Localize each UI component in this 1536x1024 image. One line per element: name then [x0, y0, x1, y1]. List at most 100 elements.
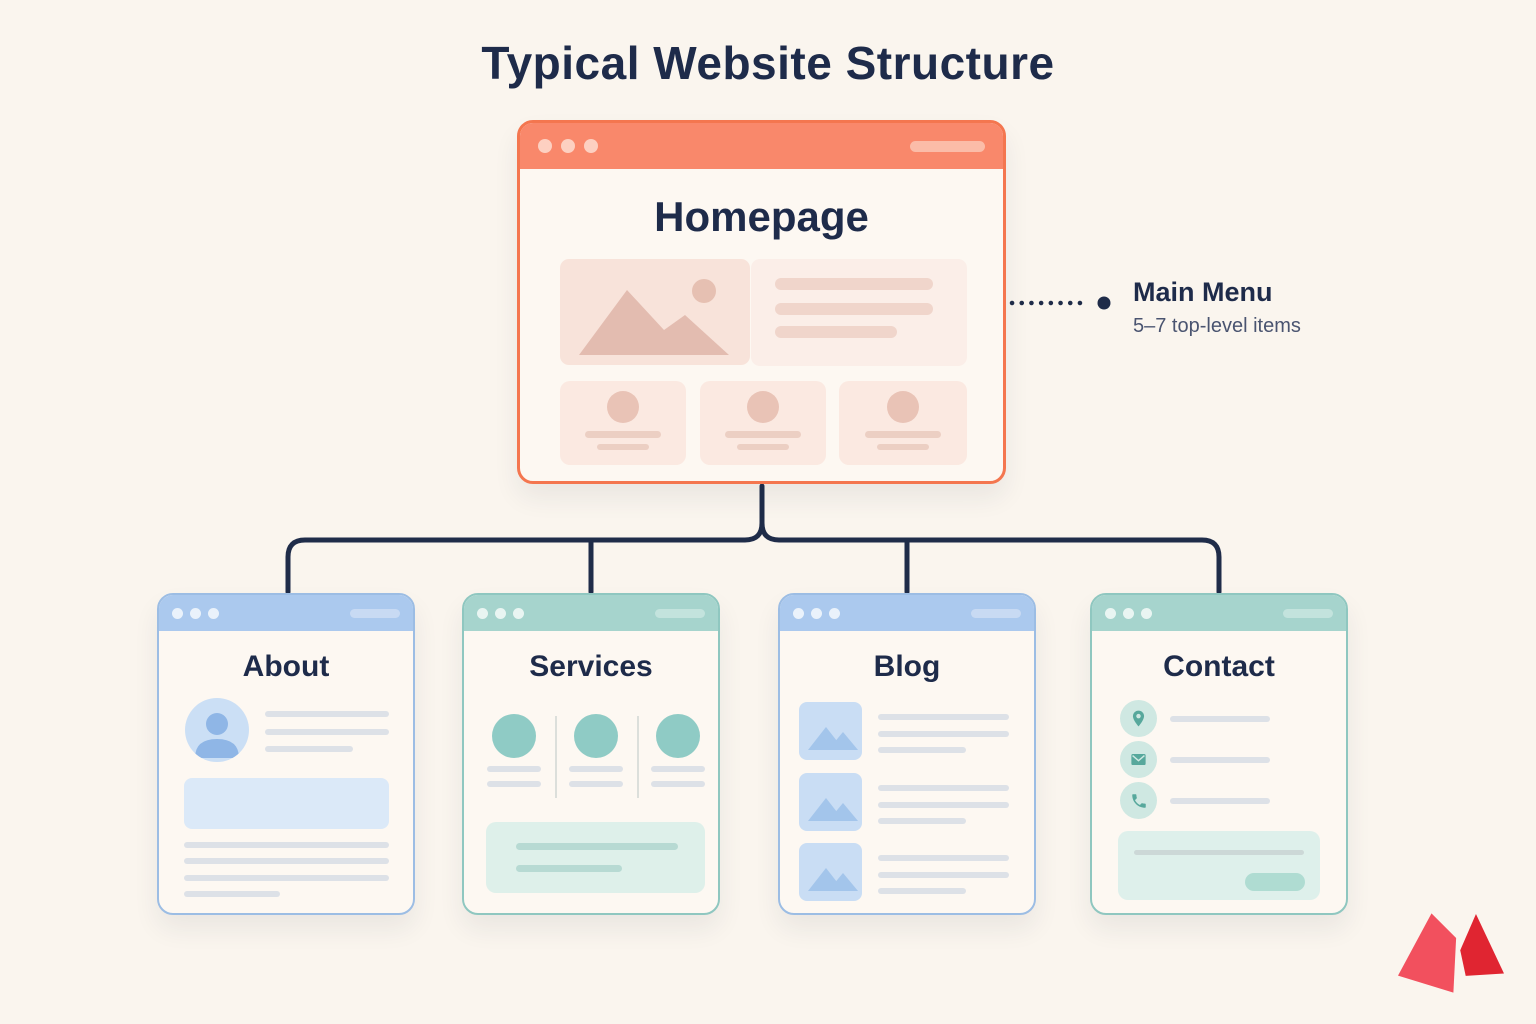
divider [555, 716, 557, 798]
content-block-placeholder [184, 778, 389, 829]
address-bar-placeholder [910, 140, 985, 152]
address-bar-placeholder [1283, 608, 1333, 618]
window-dot-icon [495, 607, 506, 619]
text-line [878, 785, 1009, 791]
text-line [1170, 757, 1270, 763]
text-line [1170, 716, 1270, 722]
annotation-title: Main Menu [1133, 277, 1273, 307]
text-line [651, 766, 705, 772]
window-dot-icon [793, 607, 804, 619]
text-line [775, 326, 897, 338]
submit-button-placeholder [1245, 873, 1305, 891]
window-dot-icon [811, 607, 822, 619]
address-bar-placeholder [655, 608, 705, 618]
hero-image-placeholder [560, 259, 750, 365]
text-line [585, 431, 661, 438]
text-line [265, 729, 389, 735]
m-mountain-logo [1398, 913, 1504, 993]
avatar-circle-icon [607, 391, 639, 423]
connector-left [285, 483, 765, 595]
text-line [184, 891, 280, 897]
window-dot-icon [584, 139, 598, 153]
services-title: Services [529, 650, 653, 683]
text-line [569, 766, 623, 772]
homepage-card: Homepage [517, 120, 1006, 484]
post-thumbnail-icon [799, 843, 862, 901]
text-line [878, 872, 1009, 878]
window-dot-icon [829, 607, 840, 619]
text-line [737, 444, 789, 450]
text-line [265, 711, 389, 717]
text-line [877, 444, 929, 450]
text-line [878, 818, 966, 824]
services-card: Services [462, 593, 720, 915]
text-line [878, 747, 966, 753]
feature-card-placeholder [560, 381, 686, 465]
envelope-icon [1120, 741, 1157, 778]
address-bar-placeholder [971, 608, 1021, 618]
services-window-chrome [464, 595, 718, 631]
form-input-placeholder [1134, 850, 1304, 855]
page-title: Typical Website Structure [481, 37, 1055, 89]
annotation-dotted-line [1009, 296, 1111, 310]
text-line [775, 278, 933, 290]
post-thumbnail-icon [799, 773, 862, 831]
text-line [597, 444, 649, 450]
location-pin-icon [1120, 700, 1157, 737]
text-line [569, 781, 623, 787]
text-line [651, 781, 705, 787]
connector-right [759, 520, 1222, 595]
image-mountain-icon [579, 279, 729, 355]
blog-window-chrome [780, 595, 1034, 631]
text-line [184, 875, 389, 881]
window-dot-icon [172, 607, 183, 619]
contact-title: Contact [1163, 650, 1275, 683]
text-line [775, 303, 933, 315]
window-dot-icon [513, 607, 524, 619]
text-line [487, 766, 541, 772]
logo-right-peak [1460, 914, 1504, 976]
service-item-icon [492, 714, 536, 758]
blog-title: Blog [873, 650, 941, 683]
text-line [487, 781, 541, 787]
contact-form-placeholder [1118, 831, 1320, 900]
text-line [184, 842, 389, 848]
phone-icon [1120, 782, 1157, 819]
main-menu-annotation: Main Menu 5–7 top-level items [1133, 277, 1301, 338]
window-dot-icon [190, 607, 201, 619]
window-dot-icon [538, 139, 552, 153]
cta-panel-placeholder [486, 822, 705, 893]
text-line [865, 431, 941, 438]
profile-avatar-icon [185, 698, 249, 762]
text-line [878, 888, 966, 894]
annotation-subtitle: 5–7 top-level items [1133, 315, 1301, 337]
window-dot-icon [208, 607, 219, 619]
avatar-circle-icon [747, 391, 779, 423]
text-line [184, 858, 389, 864]
service-item-icon [574, 714, 618, 758]
contact-window-chrome [1092, 595, 1346, 631]
annotation-endpoint-dot [1097, 296, 1111, 310]
service-item-icon [656, 714, 700, 758]
text-line [878, 714, 1009, 720]
homepage-title: Homepage [654, 193, 869, 240]
window-dot-icon [477, 607, 488, 619]
homepage-window-chrome [520, 123, 1003, 169]
address-bar-placeholder [350, 608, 400, 618]
window-dot-icon [1123, 607, 1134, 619]
window-dot-icon [1105, 607, 1116, 619]
text-line [878, 855, 1009, 861]
hero-text-placeholder [751, 259, 967, 366]
text-line [725, 431, 801, 438]
avatar-circle-icon [887, 391, 919, 423]
blog-card: Blog [778, 593, 1036, 915]
text-line [516, 865, 622, 872]
about-card: About [157, 593, 415, 915]
about-window-chrome [159, 595, 413, 631]
post-thumbnail-icon [799, 702, 862, 760]
text-line [1170, 798, 1270, 804]
about-title: About [242, 650, 330, 683]
text-line [878, 731, 1009, 737]
